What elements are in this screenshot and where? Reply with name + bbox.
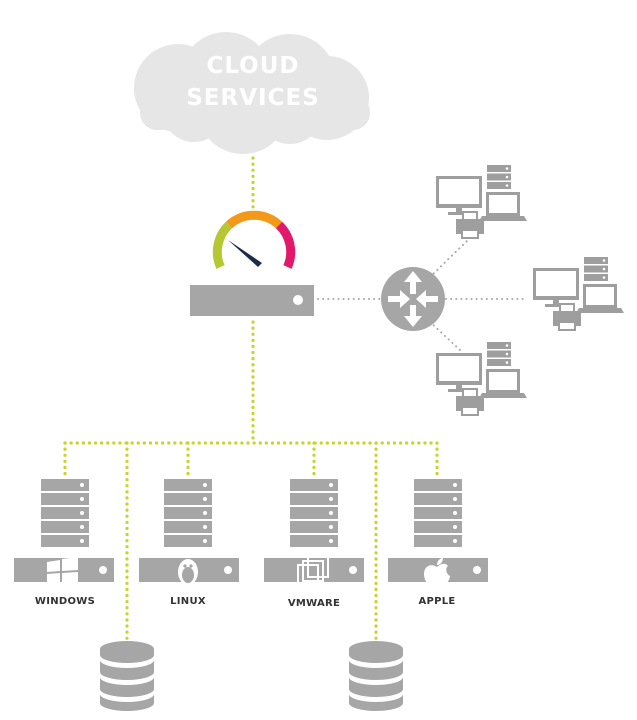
link-router-ws-bottom xyxy=(429,321,461,351)
cloud-label-line2: SERVICES xyxy=(186,85,320,111)
server-label-apple: APPLE xyxy=(418,596,455,607)
apple-logo-icon xyxy=(424,558,450,587)
speed-gauge-icon xyxy=(212,210,296,269)
vmware-logo-icon xyxy=(297,556,329,586)
server-linux: LINUX xyxy=(139,479,239,607)
connection-lines xyxy=(63,156,526,642)
workstation-group-top-icon xyxy=(435,164,528,239)
network-appliance xyxy=(190,285,314,316)
server-label-linux: LINUX xyxy=(170,596,206,607)
cloud-shape xyxy=(134,32,370,154)
server-windows: WINDOWS xyxy=(14,479,114,607)
cloud-services: CLOUD SERVICES xyxy=(134,32,370,154)
storage-database-1-icon xyxy=(100,641,154,711)
server-apple: APPLE xyxy=(388,479,488,607)
cloud-label-line1: CLOUD xyxy=(206,53,299,79)
workstation-group-bottom-icon xyxy=(435,341,528,416)
windows-logo-icon xyxy=(47,557,78,585)
router-icon xyxy=(381,267,445,331)
server-vmware: VMWARE xyxy=(264,479,364,609)
server-label-windows: WINDOWS xyxy=(35,596,95,607)
server-label-vmware: VMWARE xyxy=(288,598,340,609)
linux-penguin-icon xyxy=(178,559,198,587)
storage-database-2-icon xyxy=(349,641,403,711)
link-router-ws-top xyxy=(429,237,471,278)
workstation-group-right-icon xyxy=(532,256,625,331)
